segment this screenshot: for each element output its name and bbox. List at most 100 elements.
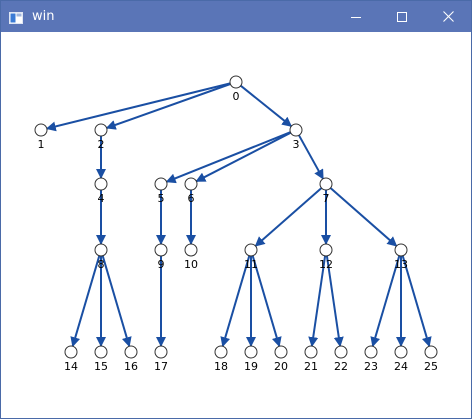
tree-node-9[interactable]: 9 [154,243,168,271]
node-circle [124,345,138,359]
edges-layer [45,82,432,348]
node-circle [34,123,48,137]
edge-7-11 [254,187,323,247]
node-circle [64,345,78,359]
node-label: 4 [98,192,105,205]
tree-node-1[interactable]: 1 [34,123,48,151]
tree-node-19[interactable]: 19 [244,345,258,373]
edge-3-6 [195,131,292,183]
tree-node-23[interactable]: 23 [364,345,378,373]
node-label: 12 [319,258,333,271]
node-circle [214,345,228,359]
tree-node-6[interactable]: 6 [184,177,198,205]
title-bar[interactable]: win [1,1,471,32]
node-label: 9 [158,258,165,271]
node-circle [229,75,243,89]
edge-0-2 [105,83,231,130]
edge-13-25 [401,255,432,348]
tree-node-18[interactable]: 18 [214,345,228,373]
tree-node-14[interactable]: 14 [64,345,78,373]
node-label: 0 [233,90,240,103]
node-circle [319,177,333,191]
edge-3-7 [298,134,324,180]
node-circle [154,345,168,359]
tree-node-16[interactable]: 16 [124,345,138,373]
tree-node-21[interactable]: 21 [304,345,318,373]
node-label: 5 [158,192,165,205]
node-label: 19 [244,360,258,373]
node-circle [184,177,198,191]
edge-0-1 [45,82,231,132]
window-app-icon [9,9,23,24]
tree-node-0[interactable]: 0 [229,75,243,103]
tree-node-8[interactable]: 8 [94,243,108,271]
node-circle [364,345,378,359]
tree-node-5[interactable]: 5 [154,177,168,205]
node-label: 10 [184,258,198,271]
minimize-button[interactable] [333,1,379,32]
edge-8-14 [70,255,101,348]
tree-node-7[interactable]: 7 [319,177,333,205]
edge-12-22 [325,255,344,348]
node-label: 8 [98,258,105,271]
node-circle [154,177,168,191]
edge-0-3 [240,84,293,128]
close-button[interactable] [425,1,471,32]
node-label: 22 [334,360,348,373]
node-circle [334,345,348,359]
tree-node-2[interactable]: 2 [94,123,108,151]
node-label: 17 [154,360,168,373]
node-label: 24 [394,360,408,373]
node-circle [244,345,258,359]
tree-node-22[interactable]: 22 [334,345,348,373]
node-circle [244,243,258,257]
tree-node-10[interactable]: 10 [184,243,198,271]
maximize-icon [397,11,407,22]
node-circle [304,345,318,359]
tree-node-4[interactable]: 4 [94,177,108,205]
edge-13-23 [370,255,401,348]
edge-7-13 [329,187,398,247]
node-label: 14 [64,360,78,373]
node-circle [154,243,168,257]
node-circle [394,345,408,359]
tree-node-13[interactable]: 13 [394,243,408,271]
node-circle [94,177,108,191]
tree-node-3[interactable]: 3 [289,123,303,151]
minimize-icon [351,12,361,22]
edge-11-20 [251,255,282,348]
node-circle [274,345,288,359]
maximize-button[interactable] [379,1,425,32]
node-label: 16 [124,360,138,373]
node-circle [94,243,108,257]
node-circle [289,123,303,137]
node-circle [184,243,198,257]
node-label: 6 [188,192,195,205]
node-label: 3 [293,138,300,151]
node-label: 11 [244,258,258,271]
node-label: 7 [323,192,330,205]
tree-node-17[interactable]: 17 [154,345,168,373]
tree-node-15[interactable]: 15 [94,345,108,373]
node-label: 15 [94,360,108,373]
window-title: win [32,9,55,24]
tree-node-11[interactable]: 11 [244,243,258,271]
tree-node-24[interactable]: 24 [394,345,408,373]
edge-11-18 [220,255,251,348]
node-label: 13 [394,258,408,271]
edge-12-21 [308,255,327,348]
node-circle [394,243,408,257]
node-circle [424,345,438,359]
node-label: 18 [214,360,228,373]
node-label: 23 [364,360,378,373]
tree-node-12[interactable]: 12 [319,243,333,271]
node-label: 2 [98,138,105,151]
tree-node-20[interactable]: 20 [274,345,288,373]
node-label: 25 [424,360,438,373]
tree-node-25[interactable]: 25 [424,345,438,373]
node-circle [319,243,333,257]
node-label: 21 [304,360,318,373]
